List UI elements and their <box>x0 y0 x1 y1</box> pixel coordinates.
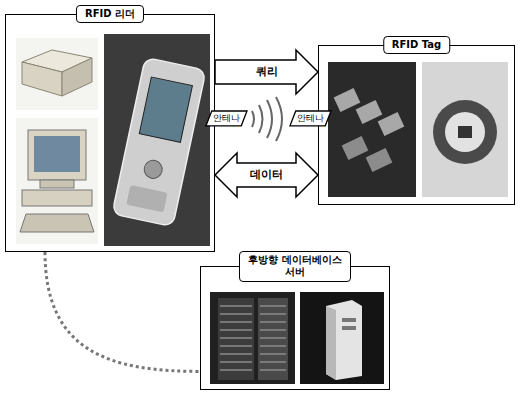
reader-panel: RFID 리더 <box>5 14 215 252</box>
tag-label <box>342 136 369 160</box>
device-side <box>62 58 92 96</box>
server-tower-side <box>326 306 336 380</box>
pda-body <box>112 57 206 226</box>
antenna-label: 안테나 <box>206 111 247 126</box>
monitor-screen <box>34 136 80 172</box>
tag-label <box>366 148 393 172</box>
antenna-text: 안테나 <box>297 113 324 123</box>
panel-title: RFID Tag <box>383 36 450 55</box>
computer-case <box>22 190 92 206</box>
monitor <box>28 130 86 180</box>
pda-keys <box>126 185 167 212</box>
drive-bay <box>342 326 356 330</box>
wave-arc <box>267 100 272 138</box>
tag-strip-photo <box>328 62 416 197</box>
panel-title: RFID 리더 <box>76 5 144 24</box>
antenna-shape <box>206 111 247 126</box>
antenna-shape <box>290 111 331 126</box>
server-panel: 후방향 데이터베이스 서버 <box>200 266 390 390</box>
reader-device-photo <box>16 38 98 110</box>
block-arrow <box>215 50 318 94</box>
device-front <box>22 62 62 96</box>
arrow-label: 쿼리 <box>254 65 280 78</box>
pda-button <box>143 159 164 180</box>
photo-ground <box>422 62 508 197</box>
monitor-stand <box>40 180 74 188</box>
rack-units <box>220 306 286 370</box>
pda-screen <box>139 77 192 142</box>
keyboard <box>20 214 94 232</box>
antenna-label: 안테나 <box>290 111 331 126</box>
photo-ground <box>16 38 98 110</box>
photo-ground <box>16 118 98 244</box>
wave-arc <box>252 111 254 127</box>
photo-ground <box>300 292 384 384</box>
photo-ground <box>328 62 416 197</box>
arrow-label: 데이터 <box>248 168 285 181</box>
tag-chip <box>458 126 472 138</box>
server-tower-photo <box>300 292 384 384</box>
panel-title: 후방향 데이터베이스 서버 <box>239 251 351 282</box>
rack <box>218 298 254 380</box>
round-tag <box>433 100 497 164</box>
server-rack-photo <box>210 292 295 384</box>
computer-photo <box>16 118 98 244</box>
photo-ground <box>104 34 210 246</box>
tag-label <box>334 88 361 112</box>
tag-panel: RFID Tag <box>318 45 515 205</box>
antenna-text: 안테나 <box>213 113 240 123</box>
server-tower <box>326 300 362 380</box>
tag-label <box>356 100 383 124</box>
wave-arc <box>276 97 282 141</box>
drive-bay <box>342 318 356 322</box>
tag-label <box>378 112 405 136</box>
round-tag-face <box>445 112 485 152</box>
round-tag-photo <box>422 62 508 197</box>
radio-waves <box>252 97 282 141</box>
pda-photo <box>104 34 210 246</box>
block-arrow <box>215 153 318 197</box>
wave-arc <box>259 105 263 133</box>
dotted-link <box>45 252 200 371</box>
rack <box>258 298 288 380</box>
photo-ground <box>210 292 295 384</box>
